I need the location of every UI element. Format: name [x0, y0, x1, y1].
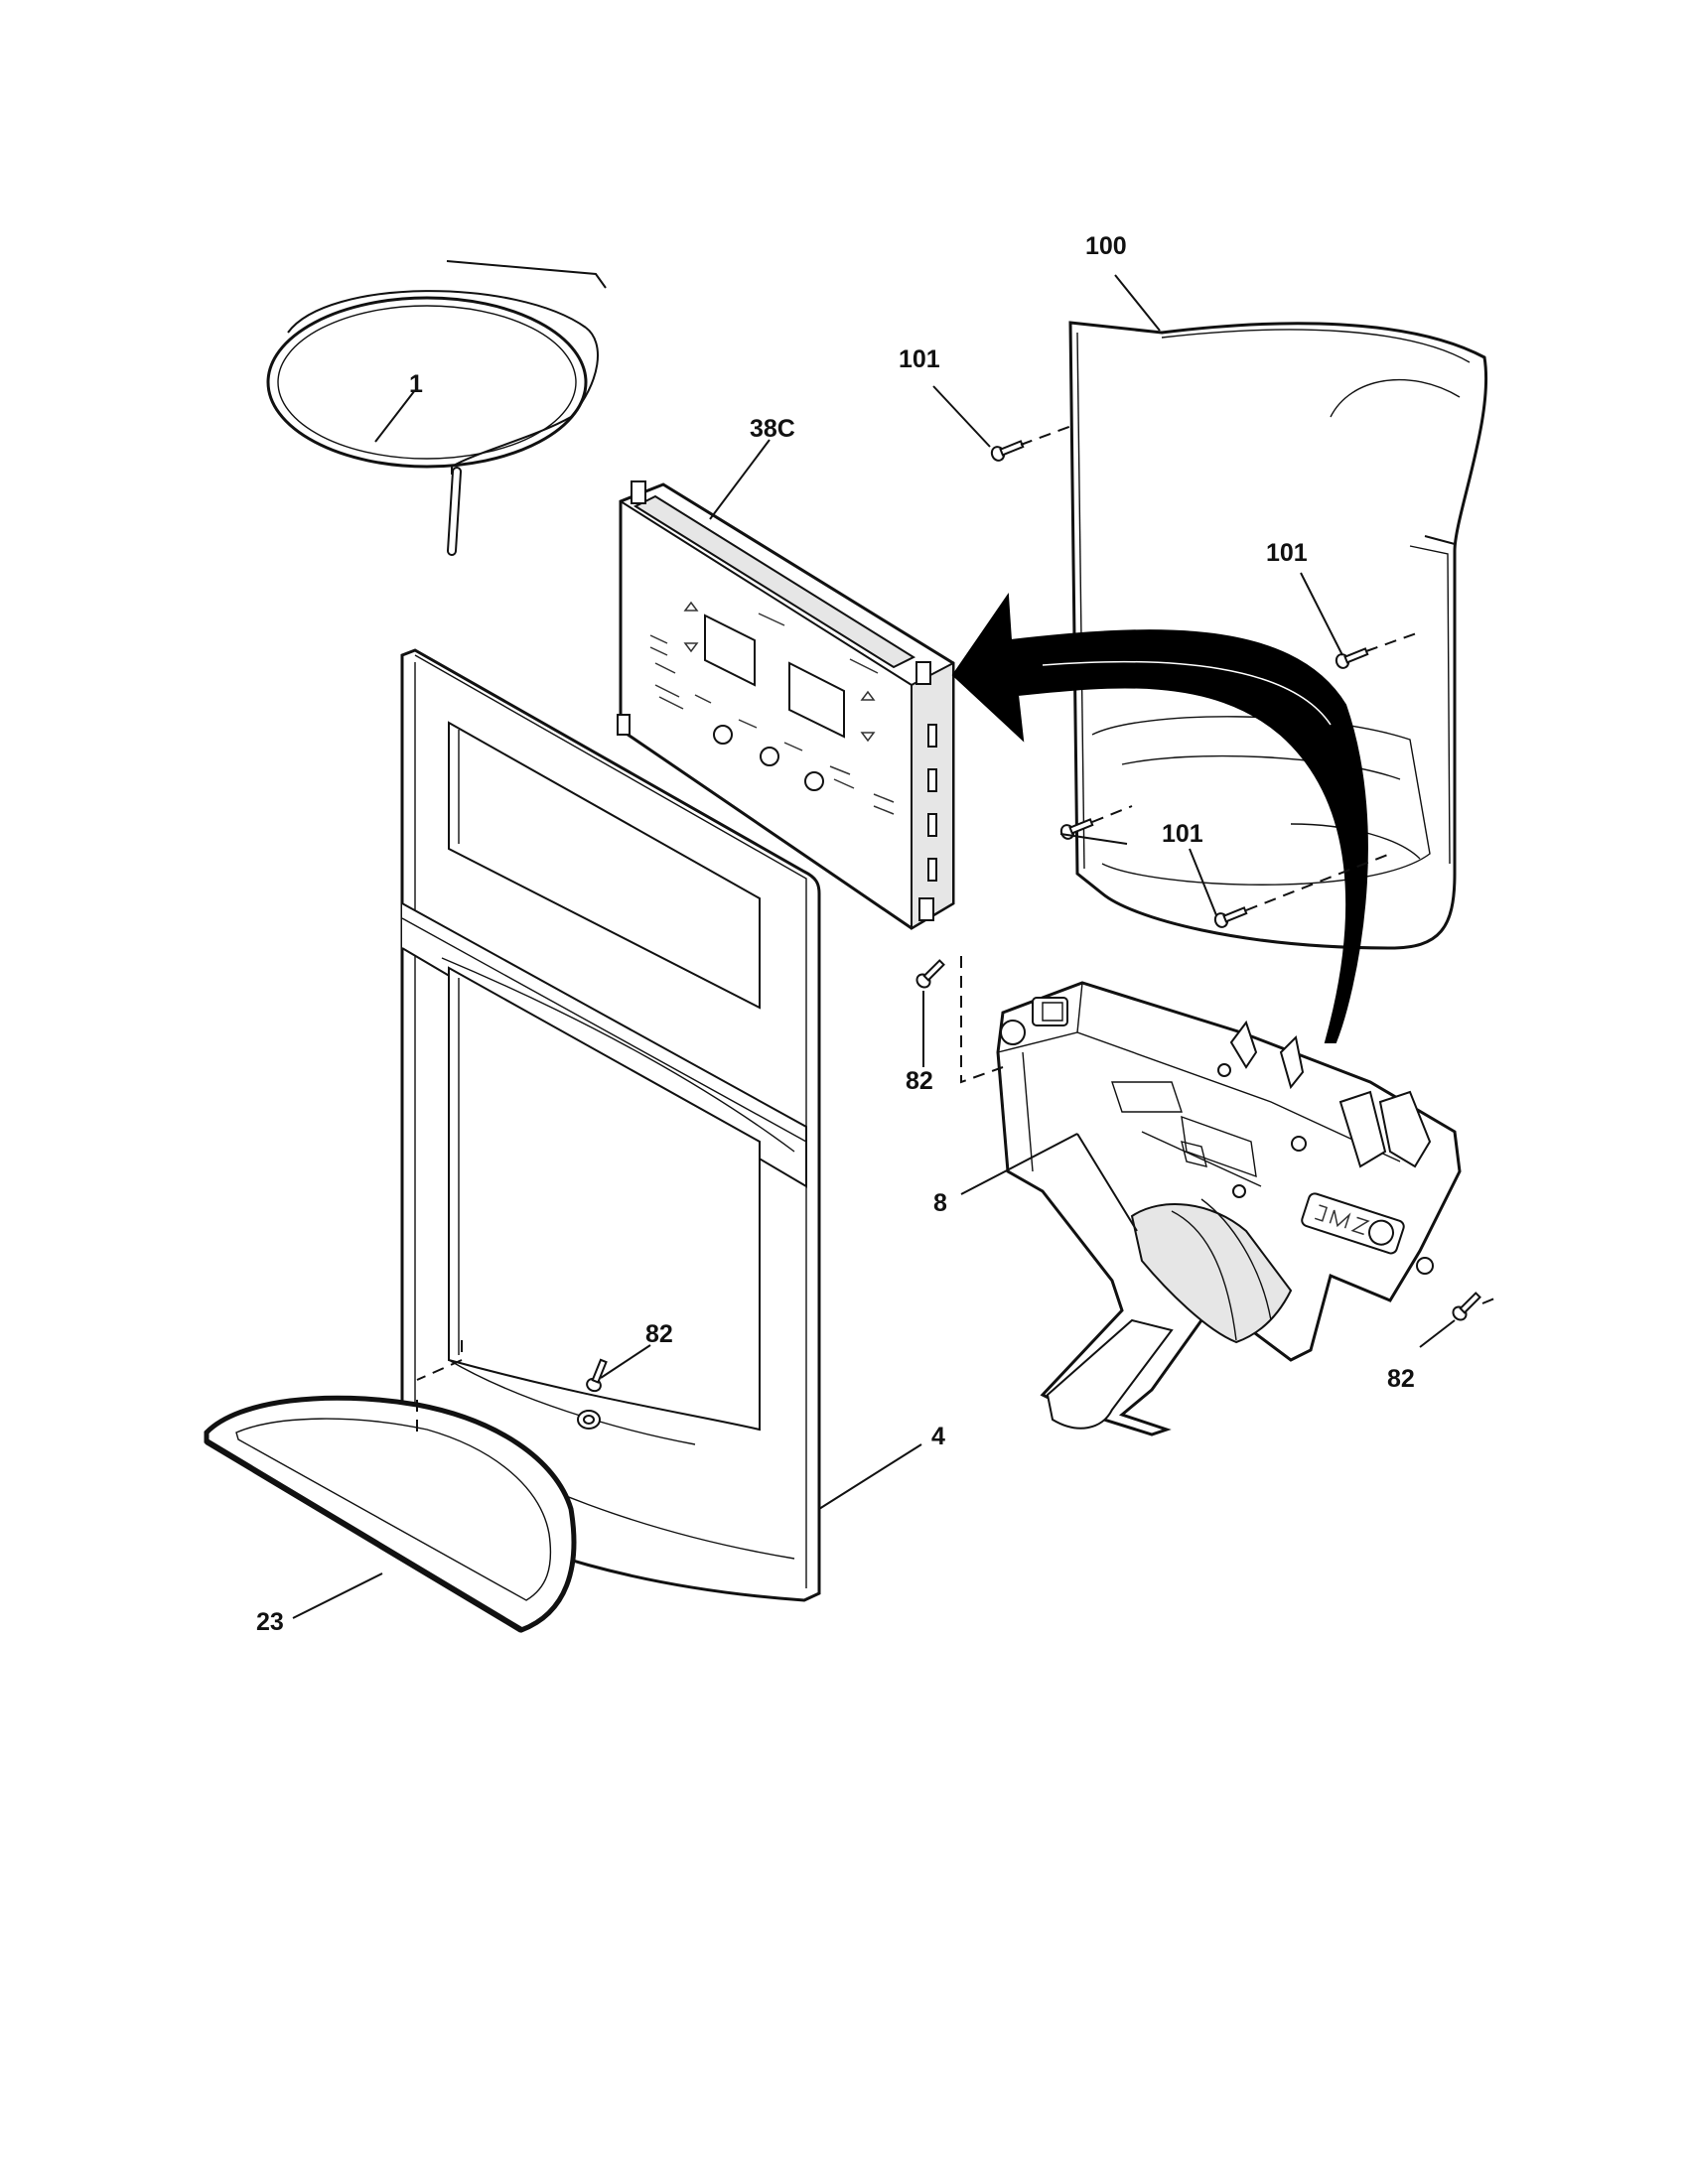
callout-82-actuator-left: 82	[906, 1067, 933, 1095]
screw-icon-82-bezel	[586, 1358, 608, 1393]
callout-101-lower: 101	[1162, 820, 1203, 848]
callout-4: 4	[931, 1423, 945, 1450]
callout-101-mid: 101	[1266, 539, 1308, 567]
callout-8: 8	[933, 1189, 947, 1217]
leader-lines	[292, 274, 1456, 1619]
screw-icon-82-actuator-left	[915, 959, 945, 989]
callout-82-bezel: 82	[645, 1320, 673, 1348]
callout-1: 1	[409, 370, 423, 398]
screw-icon-101-mid	[1335, 647, 1369, 669]
part-dispenser-actuator	[996, 981, 1462, 1436]
callout-100: 100	[1085, 232, 1127, 260]
screw-icon-101-lower-right	[1213, 906, 1248, 928]
curved-arrow-icon	[951, 593, 1368, 1043]
alignment-lines	[416, 424, 1500, 1434]
part-control-board	[617, 480, 955, 930]
part-housing	[1068, 321, 1488, 950]
part-drip-tray	[204, 1395, 577, 1633]
callout-101-top: 101	[899, 345, 940, 373]
callout-38c: 38C	[750, 415, 795, 443]
part-dispenser-bezel	[400, 648, 821, 1602]
callout-labels: 1 38C 100 101 101 101 82 8 82 82 4 23	[256, 232, 1415, 1636]
screw-icon-101-top	[990, 440, 1025, 462]
actuator-label-plate	[1301, 1192, 1405, 1255]
callout-23: 23	[256, 1608, 284, 1636]
part-tubing-coil	[266, 260, 607, 556]
screw-icon-82-actuator-right	[1452, 1292, 1481, 1321]
callout-82-actuator-right: 82	[1387, 1365, 1415, 1393]
